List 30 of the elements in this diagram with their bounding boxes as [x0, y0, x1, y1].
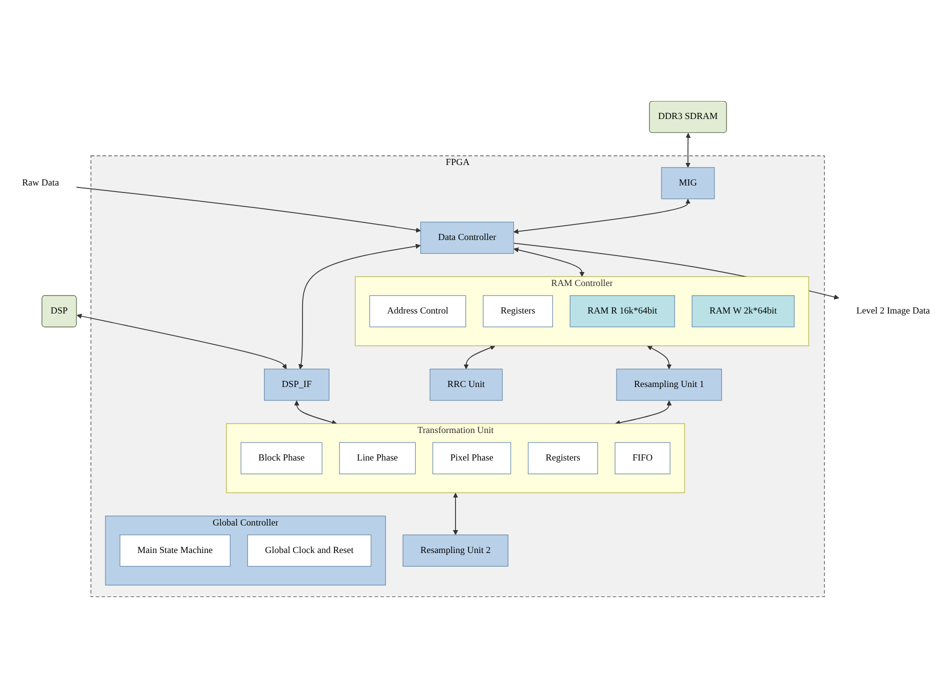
node-box: RAM W 2k*64bit	[692, 295, 795, 328]
node-box: Registers	[528, 442, 598, 474]
arrow	[452, 492, 458, 536]
node-box: Data Controller	[420, 222, 514, 254]
arrow	[294, 400, 337, 425]
arrow	[647, 346, 672, 370]
arrow	[514, 247, 585, 277]
arrow	[513, 198, 690, 234]
node-box: Address Control	[369, 295, 466, 328]
node-box: DSP_IF	[264, 368, 330, 401]
arrow	[615, 400, 672, 426]
arrow	[685, 132, 691, 168]
node-text: Level 2 Image Data	[856, 306, 930, 316]
arrow	[464, 345, 496, 370]
node-box: MIG	[661, 167, 715, 200]
node-box: Global Clock and Reset	[247, 534, 372, 567]
node-box: Block Phase	[240, 442, 322, 474]
arrow	[298, 244, 421, 370]
node-box: FIFO	[614, 442, 670, 474]
node-box: Line Phase	[339, 442, 416, 474]
node-box: RAM R 16k*64bit	[570, 295, 675, 328]
node-box: RRC Unit	[430, 368, 503, 401]
arrow	[76, 186, 421, 233]
node-box: Resampling Unit 2	[402, 534, 508, 567]
node-text: Raw Data	[22, 178, 59, 188]
node-box: Main State Machine	[120, 534, 230, 567]
node-box: Pixel Phase	[432, 442, 512, 474]
arrow	[76, 314, 287, 370]
node-box: Registers	[482, 295, 553, 328]
node-box: Resampling Unit 1	[616, 368, 722, 401]
